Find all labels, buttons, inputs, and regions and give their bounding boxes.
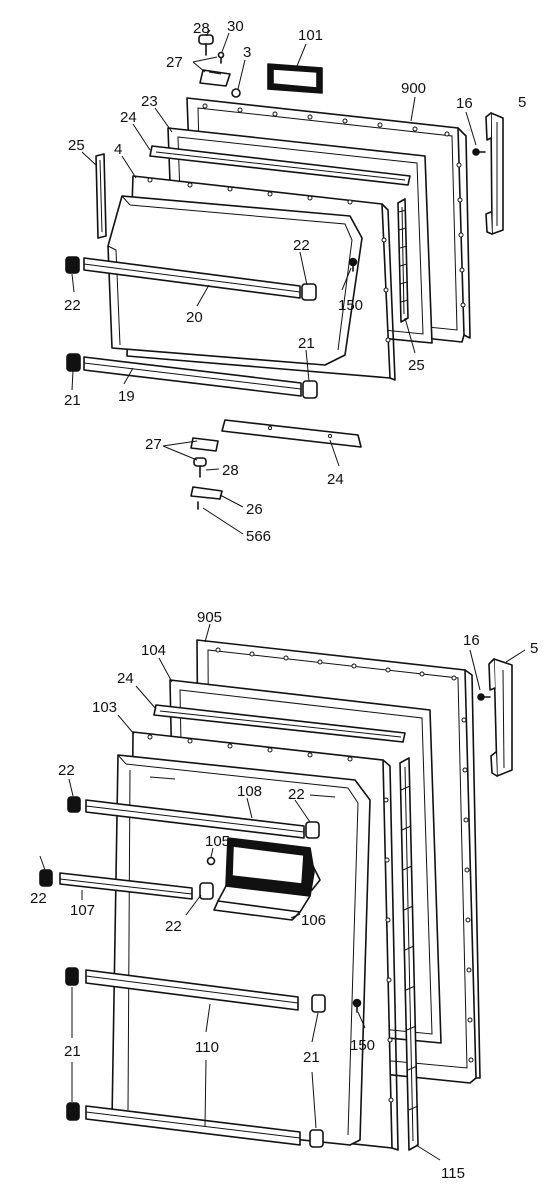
callout-103: 103 bbox=[92, 699, 117, 716]
callout-150-top: 150 bbox=[338, 297, 363, 314]
callout-108: 108 bbox=[237, 783, 262, 800]
part-shelf-end-caps bbox=[65, 256, 318, 399]
part-door-handle-upper bbox=[485, 112, 504, 235]
part-lower-shelf-end-caps bbox=[39, 796, 326, 1148]
callout-905: 905 bbox=[197, 609, 222, 626]
part-breaker-strip-top bbox=[149, 145, 411, 186]
callout-22-left: 22 bbox=[64, 297, 81, 314]
callout-25-right: 25 bbox=[408, 357, 425, 374]
callout-28-bottom: 28 bbox=[222, 462, 239, 479]
callout-4: 4 bbox=[114, 141, 122, 158]
callout-150-bottom: 150 bbox=[350, 1037, 375, 1054]
part-mullion-strip-lower bbox=[399, 757, 419, 1151]
callout-110: 110 bbox=[195, 1039, 219, 1056]
callout-22-right: 22 bbox=[293, 237, 310, 254]
part-105-retainer bbox=[206, 856, 216, 866]
callout-27-top: 27 bbox=[166, 54, 183, 71]
callout-5-top: 5 bbox=[518, 94, 526, 111]
callout-20: 20 bbox=[186, 309, 203, 326]
callout-22-mid: 22 bbox=[165, 918, 182, 935]
callout-23: 23 bbox=[141, 93, 158, 110]
callout-22-mid-left: 22 bbox=[30, 890, 47, 907]
callout-115: 115 bbox=[441, 1165, 465, 1182]
part-handle-screw-lower bbox=[477, 693, 491, 701]
lower-panel-screw-holes bbox=[215, 647, 474, 1063]
callout-27-bottom: 27 bbox=[145, 436, 162, 453]
callout-105: 105 bbox=[205, 833, 230, 850]
panel-screw-holes bbox=[202, 103, 466, 308]
liner-holes bbox=[147, 177, 391, 343]
callout-26: 26 bbox=[246, 501, 263, 518]
callout-22-top-left: 22 bbox=[58, 762, 75, 779]
callout-107: 107 bbox=[70, 902, 95, 919]
lower-leader-lines bbox=[39, 623, 526, 1161]
part-shelf-bar-upper bbox=[83, 257, 301, 299]
part-door-handle-lower bbox=[488, 658, 513, 777]
callout-24-bottom: 24 bbox=[327, 471, 344, 488]
upper-leader-lines bbox=[71, 29, 477, 535]
part-screw-150-upper bbox=[348, 257, 358, 272]
callout-5-bottom: 5 bbox=[530, 640, 538, 657]
part-lower-hinge-hardware bbox=[190, 437, 223, 510]
callout-16-bottom: 16 bbox=[463, 632, 480, 649]
callout-28-top: 28 bbox=[193, 20, 210, 37]
callout-25-left: 25 bbox=[68, 137, 85, 154]
lower-liner-holes bbox=[147, 734, 394, 1103]
callout-21-bottom-left: 21 bbox=[64, 1043, 81, 1060]
callout-24-top: 24 bbox=[120, 109, 137, 126]
callout-900: 900 bbox=[401, 80, 426, 97]
upper-callout-labels: 28 30 27 3 101 900 16 5 23 24 25 4 22 15… bbox=[64, 18, 526, 545]
part-handle-screw-upper bbox=[472, 148, 486, 156]
callout-101: 101 bbox=[298, 27, 323, 44]
callout-19: 19 bbox=[118, 388, 135, 405]
part-mullion-strip-left bbox=[95, 153, 107, 239]
callout-22-top-right: 22 bbox=[288, 786, 305, 803]
part-screw-150-lower bbox=[352, 998, 362, 1013]
part-shelf-bar-110-upper bbox=[85, 969, 299, 1011]
part-shelf-bar-lower bbox=[83, 356, 302, 397]
part-upper-hinge-hardware bbox=[198, 34, 241, 98]
callout-24-lower: 24 bbox=[117, 670, 134, 687]
part-breaker-strip-lower-door bbox=[153, 704, 406, 743]
callout-106: 106 bbox=[301, 912, 326, 929]
callout-104: 104 bbox=[141, 642, 166, 659]
part-shelf-bar-110-lower bbox=[85, 1105, 301, 1146]
mullion-hatching bbox=[400, 785, 419, 1111]
part-shelf-bar-108 bbox=[85, 799, 305, 839]
callout-30: 30 bbox=[227, 18, 244, 35]
part-breaker-strip-bottom bbox=[221, 419, 362, 448]
lower-callout-labels: 905 16 5 104 24 103 22 108 22 105 22 107… bbox=[30, 609, 538, 1182]
callout-566: 566 bbox=[246, 528, 271, 545]
callout-21-bottom-right: 21 bbox=[303, 1049, 320, 1066]
part-nameplate bbox=[267, 63, 323, 94]
callout-21-right: 21 bbox=[298, 335, 315, 352]
part-dairy-compartment bbox=[213, 837, 321, 921]
lower-door-assembly: 905 16 5 104 24 103 22 108 22 105 22 107… bbox=[30, 609, 538, 1182]
upper-door-assembly: 28 30 27 3 101 900 16 5 23 24 25 4 22 15… bbox=[64, 18, 526, 545]
callout-16-top: 16 bbox=[456, 95, 473, 112]
part-mullion-strip-right bbox=[397, 198, 409, 323]
callout-3: 3 bbox=[243, 44, 251, 61]
callout-21-left: 21 bbox=[64, 392, 81, 409]
part-shelf-bar-107 bbox=[59, 872, 193, 900]
